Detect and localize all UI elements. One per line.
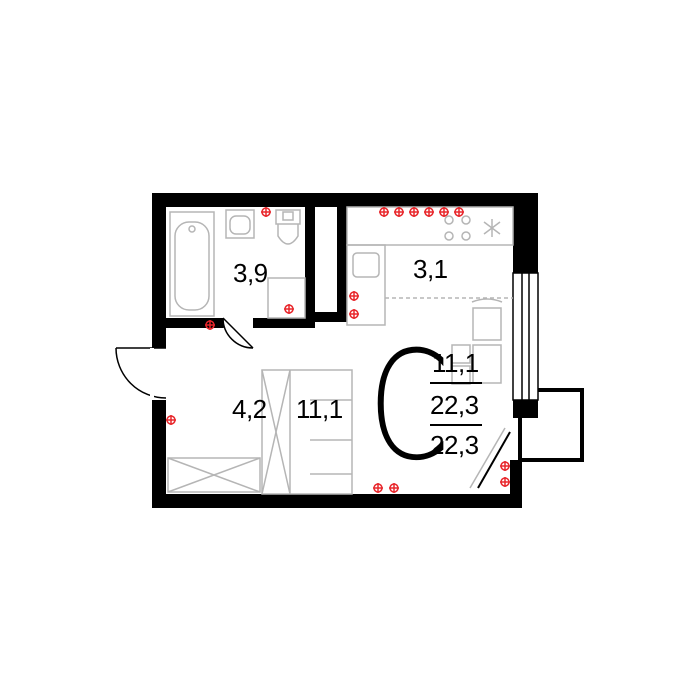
total-area-with-balcony: 22,3 [430,430,479,460]
socket [373,483,383,493]
walls [152,193,538,508]
summary-divider-2 [430,424,482,426]
bathroom-sink [225,209,255,239]
wall-right-mid [513,400,538,418]
balcony [518,388,584,462]
area-living: 11,1 [296,394,343,424]
socket [409,207,419,217]
socket [500,477,510,487]
summary-divider-1 [430,382,482,384]
sockets [166,207,510,493]
area-bathroom: 3,9 [233,258,268,288]
socket [424,207,434,217]
socket [439,207,449,217]
washing-machine [267,277,306,319]
socket [284,304,294,314]
shaft-wall-left [305,207,315,322]
dining-set [451,298,503,385]
socket [389,483,399,493]
socket [166,415,176,425]
balcony-door-leaf [477,431,511,489]
socket [261,207,271,217]
socket [379,207,389,217]
bathroom-door [222,317,254,349]
bathtub [169,211,215,317]
shaft-wall-bottom [305,312,347,322]
wall-bottom [152,494,518,508]
socket [349,309,359,319]
socket [205,320,215,330]
wardrobe [167,457,261,493]
balcony-door [469,427,506,489]
socket [500,461,510,471]
window-right [512,272,539,401]
wall-top [152,193,538,207]
area-hall: 4,2 [232,394,267,424]
wall-left-lower [152,400,166,508]
living-area-total: 11,1 [432,348,479,378]
apartment-type: С [368,320,450,494]
total-area: 22,3 [430,390,479,420]
shaft-wall-right [337,207,347,322]
wall-right-upper [513,193,538,273]
wall-bath-bottom-left [166,318,223,328]
wall-bath-bottom-right [253,318,315,328]
socket [349,291,359,301]
toilet [275,209,301,245]
bed [261,369,353,495]
kitchen-counter [346,206,514,326]
area-kitchen: 3,1 [413,254,448,284]
wall-left-upper [152,193,166,348]
entrance-door [115,347,167,400]
socket [454,207,464,217]
wall-right-lower [510,460,522,508]
socket [394,207,404,217]
